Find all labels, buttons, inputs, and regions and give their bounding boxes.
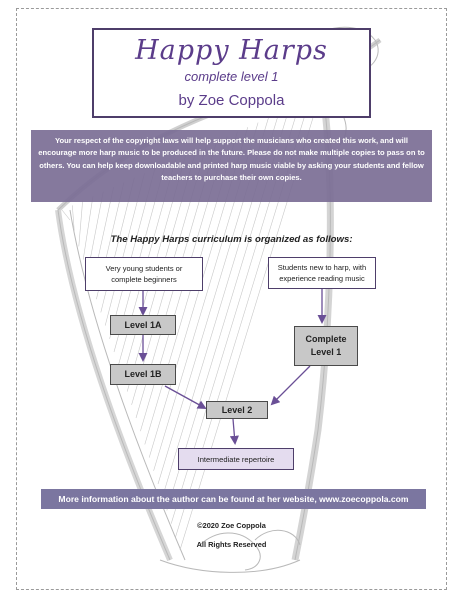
author-info-bar: More information about the author can be… <box>41 489 426 509</box>
copyright-notice: Your respect of the copyright laws will … <box>31 130 432 202</box>
book-subtitle: complete level 1 <box>184 69 279 84</box>
book-author: by Zoe Coppola <box>178 92 285 109</box>
box-level-2-label: Level 2 <box>221 404 253 415</box>
curriculum-heading: The Happy Harps curriculum is organized … <box>110 234 353 245</box>
box-young-students-label: Very young students or complete beginner… <box>105 264 183 284</box>
harp-string <box>61 209 71 221</box>
arrow-1b-to-level2 <box>164 385 207 409</box>
harp-string <box>78 200 83 247</box>
copyright-line: ©2020 Zoe Coppola <box>197 521 266 530</box>
arrow-complete-to-level2 <box>270 365 311 406</box>
title-box: Happy Harps complete level 1 by Zoe Copp… <box>92 28 371 118</box>
box-complete-level-1: Complete Level 1 <box>294 326 358 366</box>
harp-string <box>82 196 94 260</box>
box-new-students-label: Students new to harp, with experience re… <box>277 263 367 283</box>
box-complete-level-1-label: Complete Level 1 <box>305 334 347 357</box>
box-new-students: Students new to harp, with experience re… <box>268 257 376 289</box>
book-title: Happy Harps <box>135 35 328 66</box>
box-intermediate: Intermediate repertoire <box>178 448 294 470</box>
box-intermediate-label: Intermediate repertoire <box>197 454 275 464</box>
box-level-2: Level 2 <box>206 401 268 419</box>
box-level-1b: Level 1B <box>110 364 176 385</box>
arrow-level2-to-intermediate <box>229 418 239 445</box>
copyright-notice-text: Your respect of the copyright laws will … <box>38 136 425 183</box>
box-level-1b-label: Level 1B <box>124 369 162 379</box>
author-info-text: More information about the author can be… <box>58 494 409 504</box>
page-border <box>16 8 447 590</box>
harp-string <box>72 205 75 234</box>
box-level-1a-label: Level 1A <box>124 319 162 330</box>
box-level-1a: Level 1A <box>110 315 176 335</box>
rights-line: All Rights Reserved <box>196 540 267 549</box>
box-young-students: Very young students or complete beginner… <box>85 257 203 291</box>
